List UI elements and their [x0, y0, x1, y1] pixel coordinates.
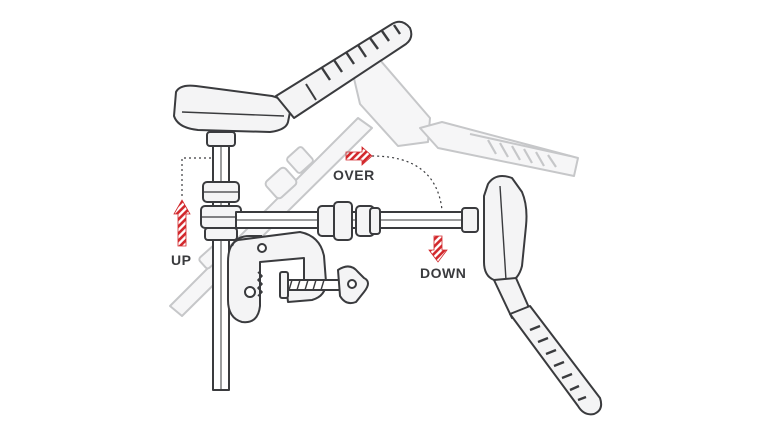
tiller-grip: [321, 24, 401, 81]
tiller-handle: [275, 20, 413, 119]
motor-stowed-vertical: [173, 20, 413, 391]
up-arrow-icon: [173, 199, 191, 247]
motor-deployed-down: [483, 175, 603, 416]
label-over: OVER: [333, 167, 375, 183]
motor-head: [173, 84, 291, 133]
tiller-grip-deployed: [529, 324, 587, 402]
clamp-body: [227, 231, 327, 324]
shaft-collar: [206, 131, 236, 147]
over-arrow-icon: [345, 146, 373, 166]
motor-head-deployed: [483, 175, 528, 285]
down-arrow-icon: [428, 235, 448, 263]
shaft-collar-b: [333, 201, 353, 241]
transom-clamp-bracket: [227, 231, 369, 324]
deployed-shaft-horizontal: [235, 201, 479, 241]
label-down: DOWN: [420, 265, 467, 281]
label-up: UP: [171, 252, 192, 268]
tiller-handle-deployed: [509, 305, 603, 416]
